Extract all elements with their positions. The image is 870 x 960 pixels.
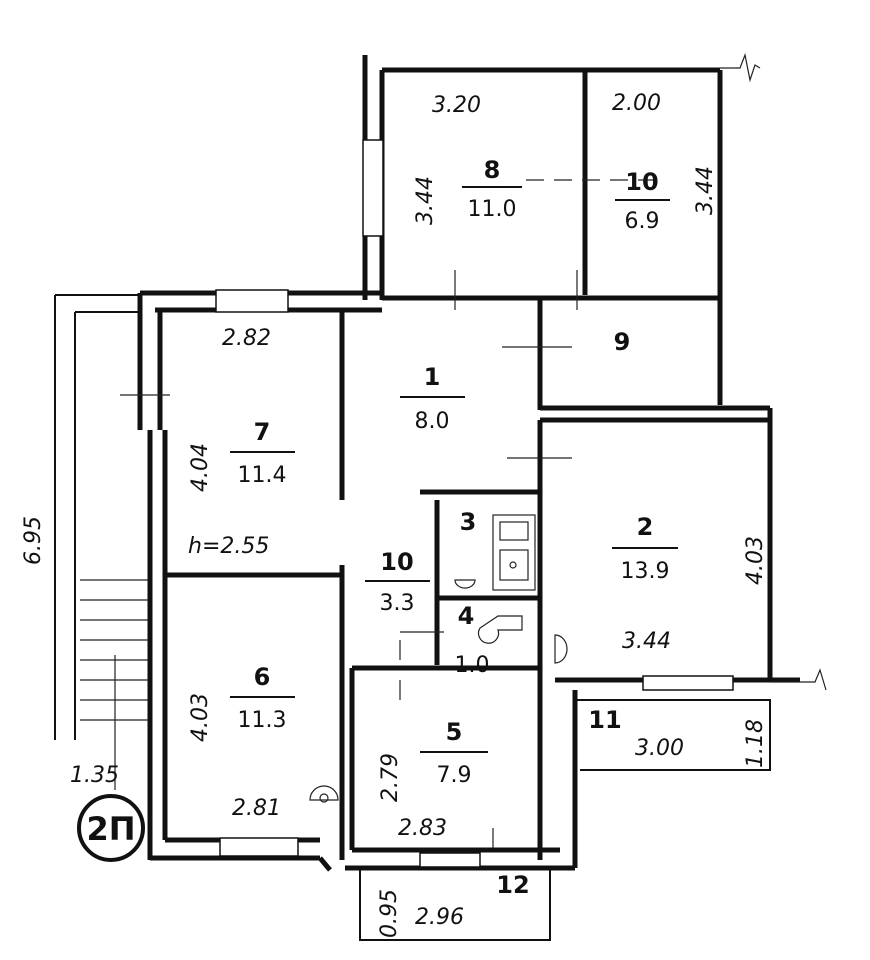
window-room5: [419, 852, 481, 868]
dim-3-44-right: 3.44: [693, 166, 718, 215]
room-area-1: 8.0: [415, 409, 450, 434]
dim-6-95: 6.95: [21, 516, 46, 565]
room-number-1: 1: [424, 363, 441, 391]
window-room7: [215, 289, 289, 313]
window-room6: [219, 837, 299, 857]
bathtub-icon: [492, 514, 536, 591]
dim-1-35: 1.35: [70, 763, 119, 788]
dim-2-82: 2.82: [222, 326, 271, 351]
room-number-7: 7: [254, 418, 271, 446]
window-room8: [362, 139, 384, 237]
windows: [215, 139, 734, 868]
room-number-8: 8: [484, 156, 501, 184]
room-area-10-hall: 3.3: [380, 591, 415, 616]
dim-1-18: 1.18: [743, 719, 768, 768]
plumbing: [309, 514, 568, 803]
walls: [54, 52, 827, 941]
toilet-icon: [477, 615, 523, 644]
dim-4-04: 4.04: [188, 443, 213, 492]
plan-badge: 2П: [77, 794, 145, 862]
dim-0-95: 0.95: [377, 889, 402, 938]
dim-2-81: 2.81: [232, 796, 281, 821]
room-area-2: 13.9: [621, 559, 670, 584]
room-area-5: 7.9: [437, 763, 472, 788]
room-area-10-top: 6.9: [625, 209, 660, 234]
room-number-6: 6: [254, 663, 271, 691]
door-markers: [120, 179, 660, 848]
ceiling-height: h=2.55: [188, 534, 269, 559]
dim-3-20: 3.20: [432, 93, 481, 118]
dim-3-44-balcony: 3.44: [622, 629, 671, 654]
room-area-4: 1.0: [455, 653, 490, 678]
room-number-4: 4: [458, 602, 475, 630]
dim-4-03-left: 4.03: [188, 693, 213, 742]
room-number-3: 3: [460, 508, 477, 536]
window-room2: [642, 675, 734, 691]
dim-2-96: 2.96: [415, 905, 464, 930]
room-number-5: 5: [446, 718, 463, 746]
room-area-7: 11.4: [238, 463, 287, 488]
stove-icon: [309, 785, 339, 801]
dimension-labels: 3.20 2.00 3.44 3.44 2.82 4.04 6.95 4.03 …: [21, 91, 768, 938]
washbasin-icon: [554, 634, 568, 664]
sink-icon: [454, 579, 476, 589]
dim-3-44-left: 3.44: [413, 176, 438, 225]
dim-4-03-right: 4.03: [743, 536, 768, 585]
dim-3-00: 3.00: [635, 736, 684, 761]
room-area-6: 11.3: [238, 708, 287, 733]
room-number-12: 12: [496, 871, 529, 899]
room-number-9: 9: [614, 328, 631, 356]
room-number-2: 2: [637, 513, 654, 541]
dim-2-79: 2.79: [378, 753, 403, 802]
dim-2-83: 2.83: [398, 816, 447, 841]
room-number-11: 11: [588, 706, 621, 734]
room-labels: 8 11.0 10 6.9 9 1 8.0 7 11.4 2 13.9 3 10…: [230, 156, 678, 899]
plan-badge-text: 2П: [86, 810, 135, 848]
dim-2-00: 2.00: [612, 91, 661, 116]
room-number-10-hall: 10: [380, 548, 413, 576]
room-number-10-top: 10: [625, 168, 658, 196]
room-area-8: 11.0: [468, 197, 517, 222]
